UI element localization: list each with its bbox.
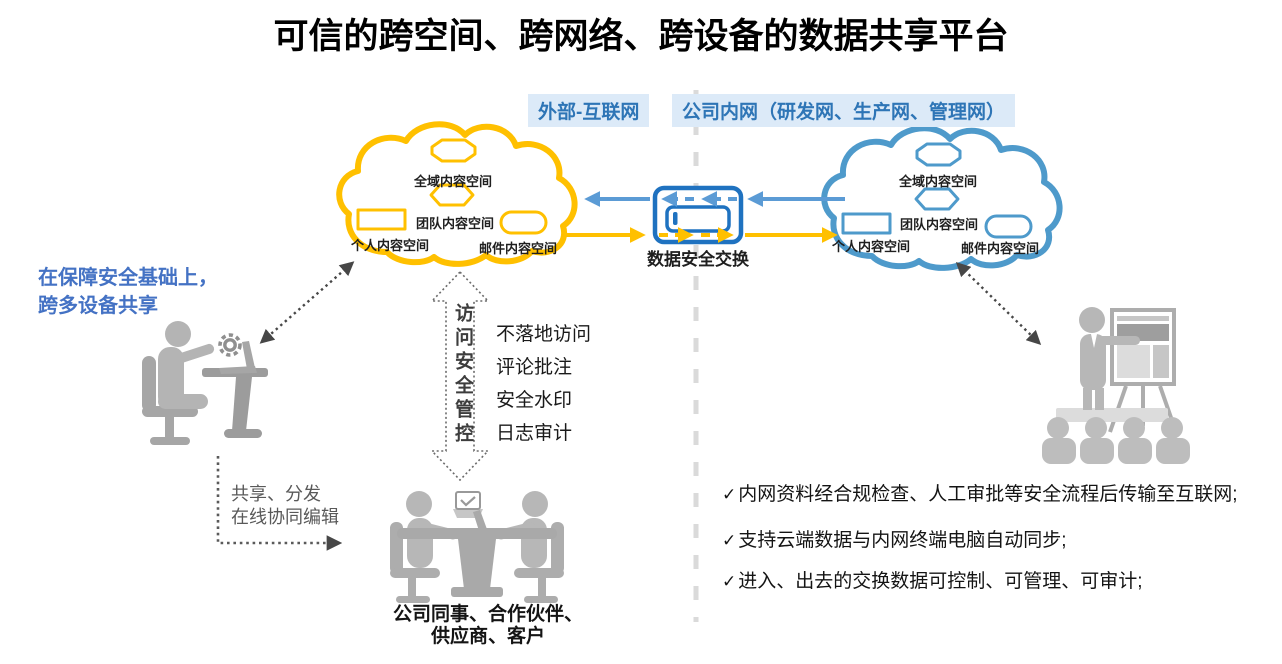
checklist-text: 支持云端数据与内网终端电脑自动同步; <box>738 530 1067 551</box>
checklist-item: ✓支持云端数据与内网终端电脑自动同步; <box>722 525 1067 552</box>
internal-team-space-label: 团队内容空间 <box>899 217 979 232</box>
feature-item: 日志审计 <box>496 423 573 444</box>
collaborators-line2: 供应商、客户 <box>430 626 545 647</box>
checklist-text: 内网资料经合规检查、人工审批等安全流程后传输至互联网; <box>738 484 1238 505</box>
internal-mail-space-label: 邮件内容空间 <box>960 241 1040 256</box>
global-space-shape <box>430 138 477 163</box>
zone-label-external: 外部-互联网 <box>528 94 650 127</box>
external-cloud-shape <box>339 124 574 264</box>
feature-item: 安全水印 <box>496 390 573 411</box>
external-team-space-label: 团队内容空间 <box>415 216 495 231</box>
cloud-device-link-arrow <box>259 261 355 344</box>
feature-item: 不落地访问 <box>496 324 592 345</box>
personal-space-shape <box>841 212 892 235</box>
person-at-desk-icon <box>142 321 268 445</box>
checklist-text: 进入、出去的交换数据可控制、可管理、可审计; <box>738 571 1143 592</box>
access-control-arrow <box>430 270 490 482</box>
mail-space-shape <box>984 214 1033 239</box>
share-note-line1: 共享、分发 <box>231 484 321 504</box>
exchange-label: 数据安全交换 <box>647 250 749 269</box>
checklist-item: ✓进入、出去的交换数据可控制、可管理、可审计; <box>722 566 1143 593</box>
external-global-space-label: 全域内容空间 <box>413 174 493 189</box>
check-icon: ✓ <box>722 485 737 504</box>
global-space-shape <box>915 142 962 167</box>
external-mail-space-label: 邮件内容空间 <box>478 241 558 256</box>
checklist-item: ✓内网资料经合规检查、人工审批等安全流程后传输至互联网; <box>722 479 1238 506</box>
internal-global-space-label: 全域内容空间 <box>898 174 978 189</box>
audience-icon <box>1042 417 1190 464</box>
internal-personal-space-label: 个人内容空间 <box>831 239 911 254</box>
device-note-line2: 跨多设备共享 <box>38 295 158 317</box>
team-space-shape <box>429 183 475 207</box>
collaborators-label: 公司同事、合作伙伴、 供应商、客户 <box>357 604 619 648</box>
device-note-line1: 在保障安全基础上， <box>38 267 218 289</box>
share-note: 共享、分发 在线协同编辑 <box>231 483 339 529</box>
personal-space-shape <box>356 208 407 231</box>
mail-space-shape <box>499 210 548 235</box>
laptop-icon <box>219 341 257 374</box>
share-note-line2: 在线协同编辑 <box>231 507 339 527</box>
feature-item: 评论批注 <box>496 357 573 378</box>
cloud-presenter-link-arrow <box>955 261 1042 346</box>
zone-label-internal: 公司内网（研发网、生产网、管理网） <box>672 94 1016 127</box>
access-control-label: 访问安全管控 <box>452 303 473 447</box>
team-space-shape <box>914 187 960 211</box>
gear-icon <box>218 333 242 357</box>
check-icon: ✓ <box>722 531 737 550</box>
external-personal-space-label: 个人内容空间 <box>350 238 430 253</box>
envelope-check-icon <box>453 491 483 518</box>
presenter-easel-icon <box>1042 307 1190 464</box>
device-note: 在保障安全基础上， 跨多设备共享 <box>38 264 218 320</box>
collaborators-line1: 公司同事、合作伙伴、 <box>392 604 583 625</box>
page-title: 可信的跨空间、跨网络、跨设备的数据共享平台 <box>273 17 1009 56</box>
meeting-table-icon <box>390 491 564 603</box>
check-icon: ✓ <box>722 572 737 591</box>
internal-cloud-shape <box>824 128 1059 268</box>
